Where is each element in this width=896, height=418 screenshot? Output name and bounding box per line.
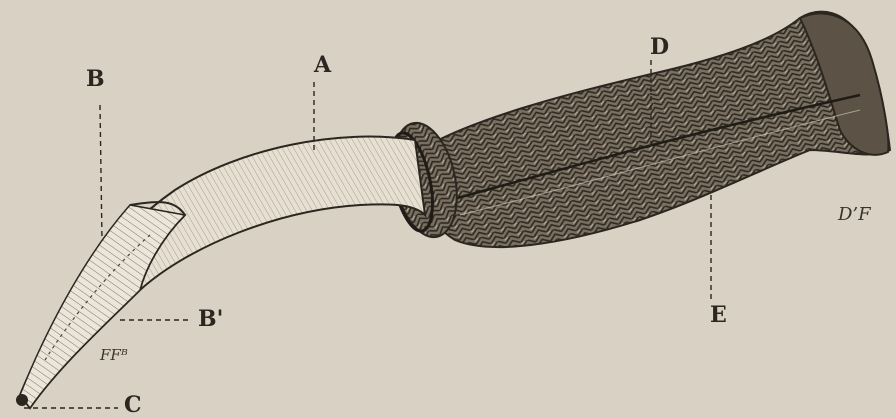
label-D: D — [650, 34, 669, 60]
engraver-signature-left: FFᴮ — [100, 346, 128, 364]
curved-blade — [16, 137, 425, 408]
label-B-prime: B' — [198, 306, 223, 332]
leader-B — [100, 105, 102, 240]
label-A: A — [314, 52, 331, 78]
engraver-signature-right: D’F — [838, 204, 871, 225]
label-E: E — [710, 302, 727, 328]
label-C: C — [124, 392, 142, 418]
label-B: B — [86, 66, 105, 92]
